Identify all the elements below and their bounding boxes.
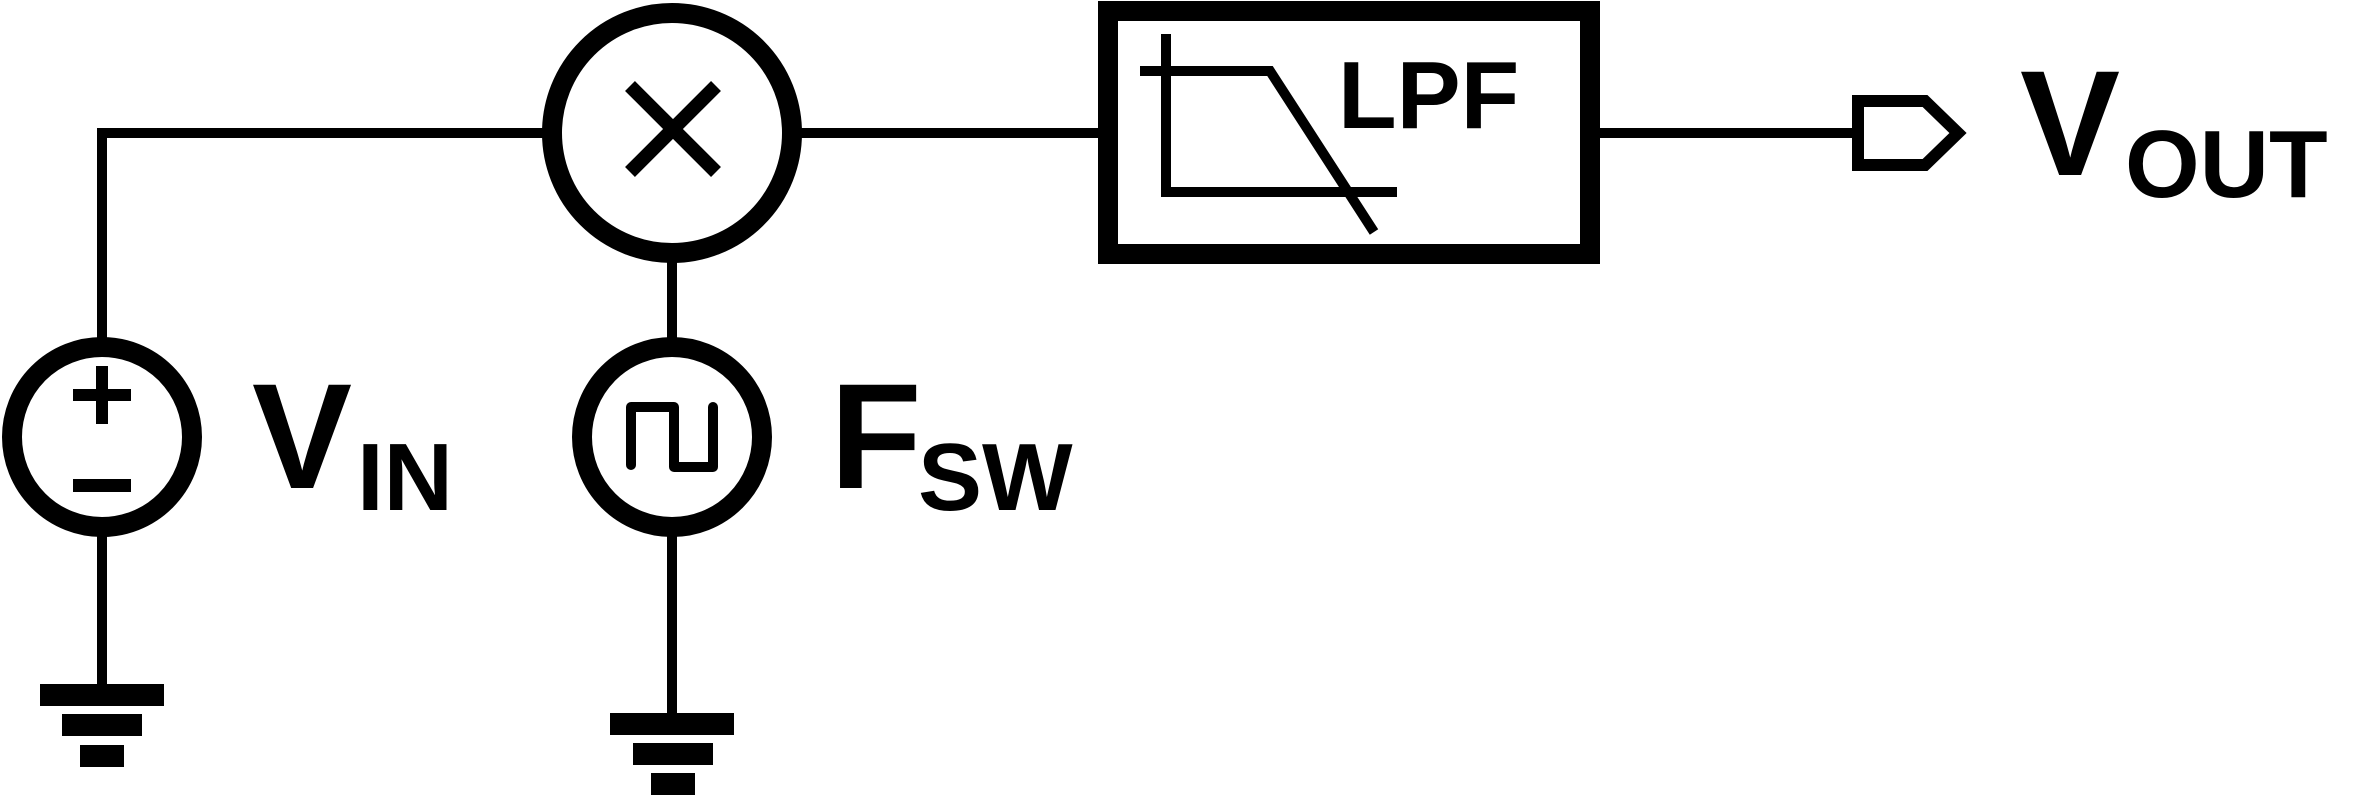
ground-symbol-source bbox=[40, 684, 164, 767]
fsw-label-main: F bbox=[830, 352, 922, 520]
lpf-block: LPF bbox=[1098, 1, 1600, 264]
minus-sign bbox=[73, 479, 131, 492]
lpf-label: LPF bbox=[1338, 42, 1519, 149]
ground-bar-bottom bbox=[651, 773, 695, 795]
vout-label: V OUT bbox=[2020, 39, 2328, 218]
voltage-source-circle bbox=[2, 337, 202, 537]
vin-label-main: V bbox=[252, 352, 352, 520]
square-wave-icon bbox=[626, 402, 718, 472]
input-wire bbox=[97, 128, 550, 343]
switch-source bbox=[572, 337, 772, 537]
ground-bar-top bbox=[40, 684, 164, 706]
fsw-label: F SW bbox=[830, 352, 1073, 531]
lpf-box bbox=[1098, 1, 1600, 264]
plus-sign-horizontal bbox=[73, 389, 131, 401]
vout-label-main: V bbox=[2020, 39, 2120, 207]
fsw-label-sub: SW bbox=[918, 424, 1073, 531]
vin-label-sub: IN bbox=[357, 424, 453, 531]
output-port-icon bbox=[1852, 95, 1967, 171]
vout-label-sub: OUT bbox=[2125, 111, 2328, 218]
voltage-source bbox=[2, 337, 202, 537]
ground-bar-bottom bbox=[80, 745, 124, 767]
mixer-cross-stroke-b bbox=[625, 81, 721, 177]
ground-bar-middle bbox=[633, 743, 713, 765]
ground-symbol-switch bbox=[610, 713, 734, 795]
lpf-response-curve bbox=[1166, 66, 1379, 235]
vin-label: V IN bbox=[252, 352, 453, 531]
mixer bbox=[542, 3, 802, 263]
ground-bar-top bbox=[610, 713, 734, 735]
ground-bar-middle bbox=[62, 714, 142, 736]
